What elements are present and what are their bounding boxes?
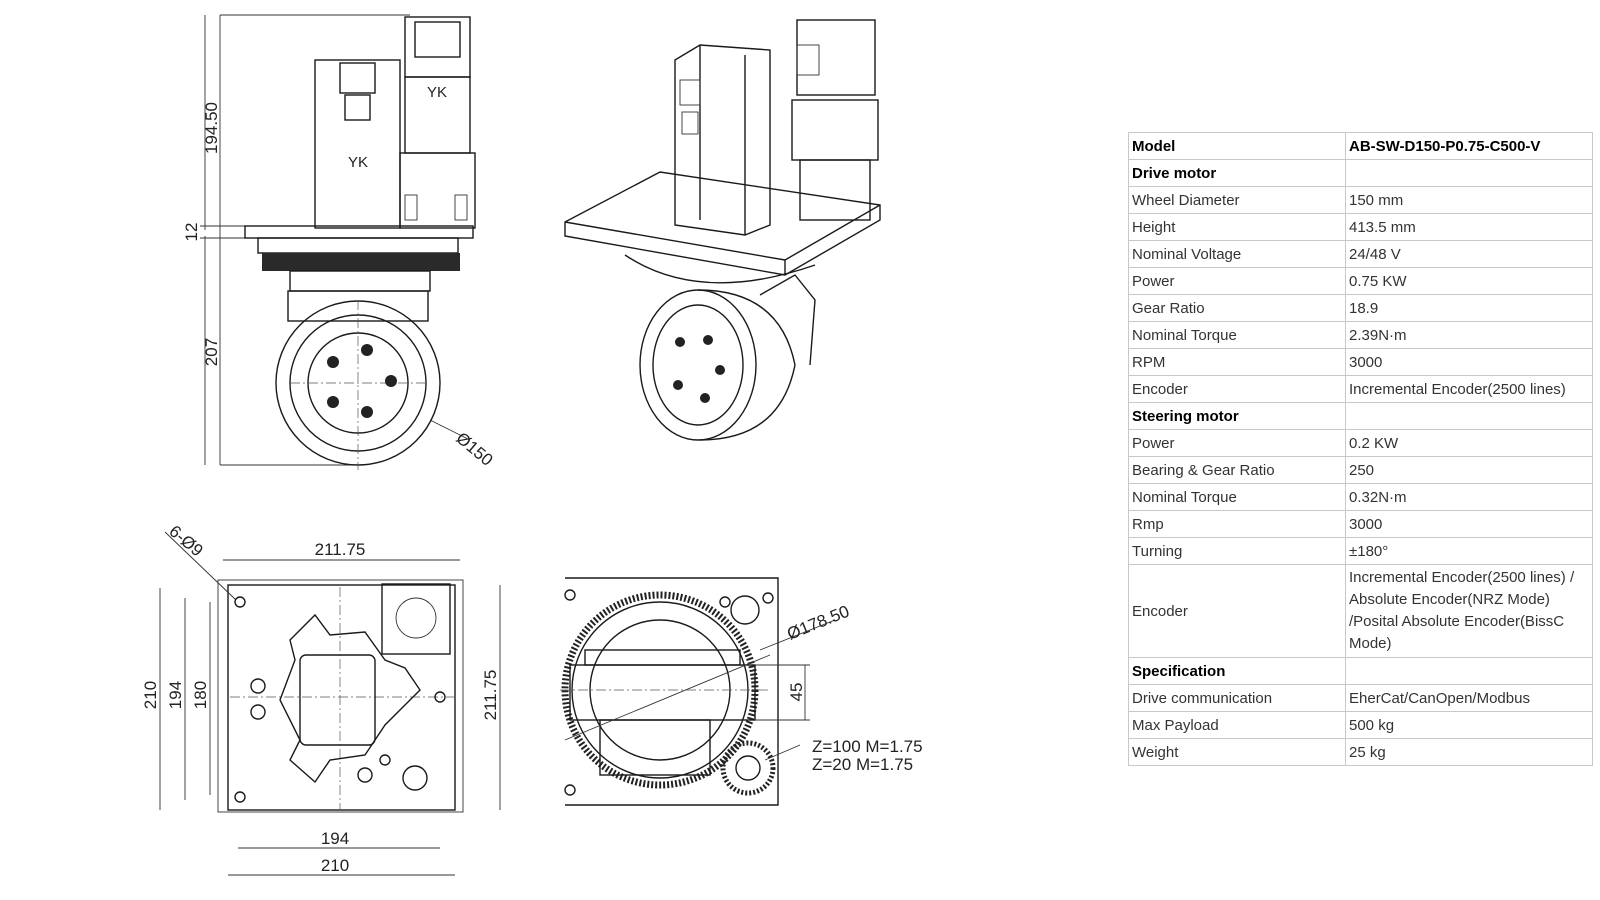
spec-label: Weight [1128, 738, 1346, 766]
spec-label: Steering motor [1128, 402, 1346, 430]
spec-value: EherCat/CanOpen/Modbus [1345, 684, 1593, 712]
spec-value: 18.9 [1345, 294, 1593, 322]
spec-value: 0.32N·m [1345, 483, 1593, 511]
dim-45: 45 [787, 683, 806, 702]
spec-row: Specification [1128, 657, 1593, 685]
dim-top-height: 194.50 [202, 102, 221, 154]
spec-value [1345, 402, 1593, 430]
spec-value: Incremental Encoder(2500 lines) [1345, 375, 1593, 403]
spec-value: Incremental Encoder(2500 lines) / Absolu… [1345, 564, 1593, 658]
spec-value: 413.5 mm [1345, 213, 1593, 241]
spec-row: Drive motor [1128, 159, 1593, 187]
spec-label: Nominal Voltage [1128, 240, 1346, 268]
dim-gear-diameter: Ø178.50 [784, 602, 852, 644]
front-view: 194.50 12 207 YK YK Ø15 [182, 14, 497, 470]
spec-value: 24/48 V [1345, 240, 1593, 268]
spec-label: Rmp [1128, 510, 1346, 538]
spec-label: Model [1128, 132, 1346, 160]
spec-row: Turning±180° [1128, 537, 1593, 565]
spec-value: 0.2 KW [1345, 429, 1593, 457]
dim-left-194: 194 [166, 681, 185, 709]
spec-value [1345, 657, 1593, 685]
dim-top-width: 211.75 [315, 540, 366, 559]
spec-label: Nominal Torque [1128, 483, 1346, 511]
spec-value: 25 kg [1345, 738, 1593, 766]
spec-value: 250 [1345, 456, 1593, 484]
spec-value: 3000 [1345, 510, 1593, 538]
gear-note-2: Z=20 M=1.75 [812, 755, 913, 774]
dim-holes: 6-Ø9 [165, 522, 206, 561]
spec-label: Wheel Diameter [1128, 186, 1346, 214]
dim-bottom-194: 194 [321, 829, 349, 848]
technical-drawing: 194.50 12 207 YK YK Ø15 [141, 14, 923, 876]
spec-value: ±180° [1345, 537, 1593, 565]
bottom-view: 211.75 210 194 180 211.75 194 210 6-Ø9 [141, 522, 501, 876]
spec-row: Steering motor [1128, 402, 1593, 430]
spec-label: Power [1128, 429, 1346, 457]
spec-value [1345, 159, 1593, 187]
motor-label-drive: YK [348, 154, 368, 171]
spec-label: Max Payload [1128, 711, 1346, 739]
dim-bottom-210: 210 [321, 856, 349, 875]
dim-left-180: 180 [191, 681, 210, 709]
spec-value: 500 kg [1345, 711, 1593, 739]
spec-label: Bearing & Gear Ratio [1128, 456, 1346, 484]
spec-label: Gear Ratio [1128, 294, 1346, 322]
dim-plate-thickness: 12 [182, 223, 201, 242]
spec-value: 150 mm [1345, 186, 1593, 214]
gear-view: Ø178.50 45 Z=100 M=1.75 Z=20 M=1.75 [560, 577, 923, 806]
spec-label: Drive motor [1128, 159, 1346, 187]
spec-label: Nominal Torque [1128, 321, 1346, 349]
spec-label: Encoder [1128, 375, 1346, 403]
isometric-view [564, 19, 881, 441]
spec-value: 3000 [1345, 348, 1593, 376]
gear-note-1: Z=100 M=1.75 [812, 737, 923, 756]
spec-label: Encoder [1128, 564, 1346, 658]
dim-right-height: 211.75 [481, 670, 500, 721]
spec-label: Turning [1128, 537, 1346, 565]
dim-wheel-diameter: Ø150 [452, 429, 496, 470]
spec-label: Specification [1128, 657, 1346, 685]
spec-value: AB-SW-D150-P0.75-C500-V [1345, 132, 1593, 160]
spec-label: Height [1128, 213, 1346, 241]
dim-lower-height: 207 [202, 338, 221, 366]
spec-label: RPM [1128, 348, 1346, 376]
motor-label-steering: YK [427, 84, 447, 101]
spec-label: Drive communication [1128, 684, 1346, 712]
spec-value: 2.39N·m [1345, 321, 1593, 349]
dim-left-210: 210 [141, 681, 160, 709]
spec-value: 0.75 KW [1345, 267, 1593, 295]
spec-label: Power [1128, 267, 1346, 295]
